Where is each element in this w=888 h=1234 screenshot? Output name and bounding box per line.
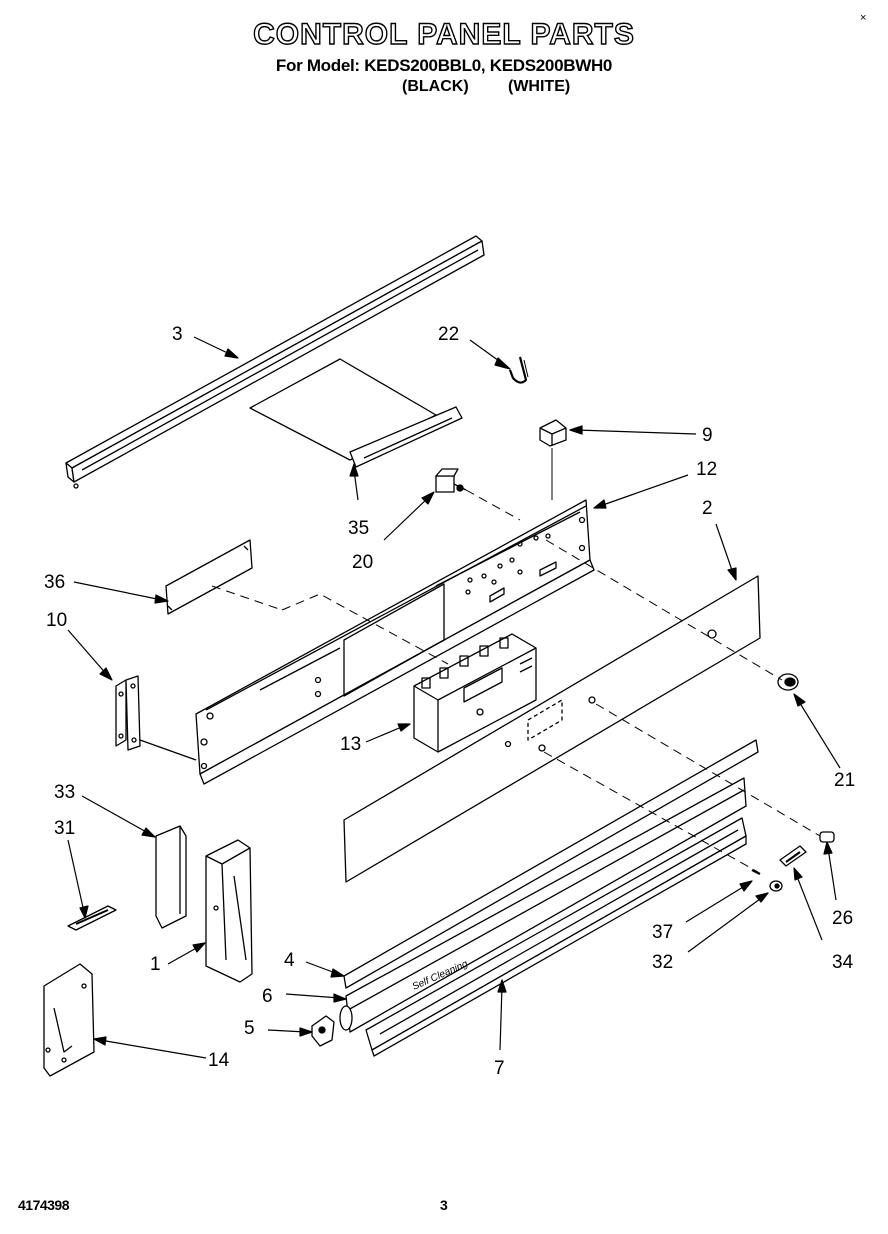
callout-9: 9 [702,425,713,446]
callout-12: 12 [696,459,717,480]
callout-13: 13 [340,734,361,755]
callout-26: 26 [832,908,853,929]
callout-7: 7 [494,1058,505,1079]
callout-5: 5 [244,1018,255,1039]
document-number: 4174398 [18,1197,70,1213]
part-4-strip [343,739,759,989]
part-35-insulation [249,358,463,468]
part-1-end-bracket [205,839,253,983]
part-14-side-plate [43,963,95,1077]
part-3-top-trim [65,235,485,489]
callout-6: 6 [262,986,273,1007]
part-37-pin [751,869,761,875]
callout-36: 36 [44,572,65,593]
callout-14: 14 [208,1050,230,1071]
part-21-knob [777,673,799,691]
part-33-plate [155,825,187,929]
callout-31: 31 [54,818,75,839]
part-5-end-cap [311,1015,335,1047]
corner-mark: × [860,12,867,24]
part-2-glass-panel [343,575,761,883]
part-9-cap [539,419,567,500]
part-31-clip [67,905,117,931]
callout-34: 34 [832,952,854,973]
part-7-channel [365,817,747,1057]
part-12-panel-frame [195,499,595,785]
part-32-bushing [769,880,783,892]
page-title: CONTROL PANEL PARTS [252,17,635,51]
callout-3: 3 [172,324,183,345]
callout-20: 20 [352,552,373,573]
part-10-bracket [115,675,197,761]
page-number: 3 [440,1197,448,1213]
part-20-switch [435,468,467,493]
callout-33: 33 [54,782,75,803]
callout-37: 37 [652,922,673,943]
variant-black-label: (BLACK) [402,78,469,95]
variant-white-label: (WHITE) [508,78,571,95]
part-36-plate [165,539,253,615]
callout-2: 2 [702,498,713,519]
callout-21: 21 [834,770,855,791]
part-22-clip [508,356,529,384]
callout-22: 22 [438,324,459,345]
model-subtitle: For Model: KEDS200BBL0, KEDS200BWH0 [275,56,613,75]
callout-32: 32 [652,952,673,973]
part-callouts: 3 22 9 12 2 35 20 36 10 13 21 33 31 26 3… [44,324,855,1079]
assembly-dashed-lines [211,489,821,873]
callout-1: 1 [150,954,161,975]
part-34-clip [779,845,807,867]
part-26-spacer [819,831,835,843]
part-13-control-board [413,633,537,753]
callout-4: 4 [284,950,295,971]
leader-arrows [67,336,841,1059]
callout-10: 10 [46,610,67,631]
callout-35: 35 [348,518,369,539]
